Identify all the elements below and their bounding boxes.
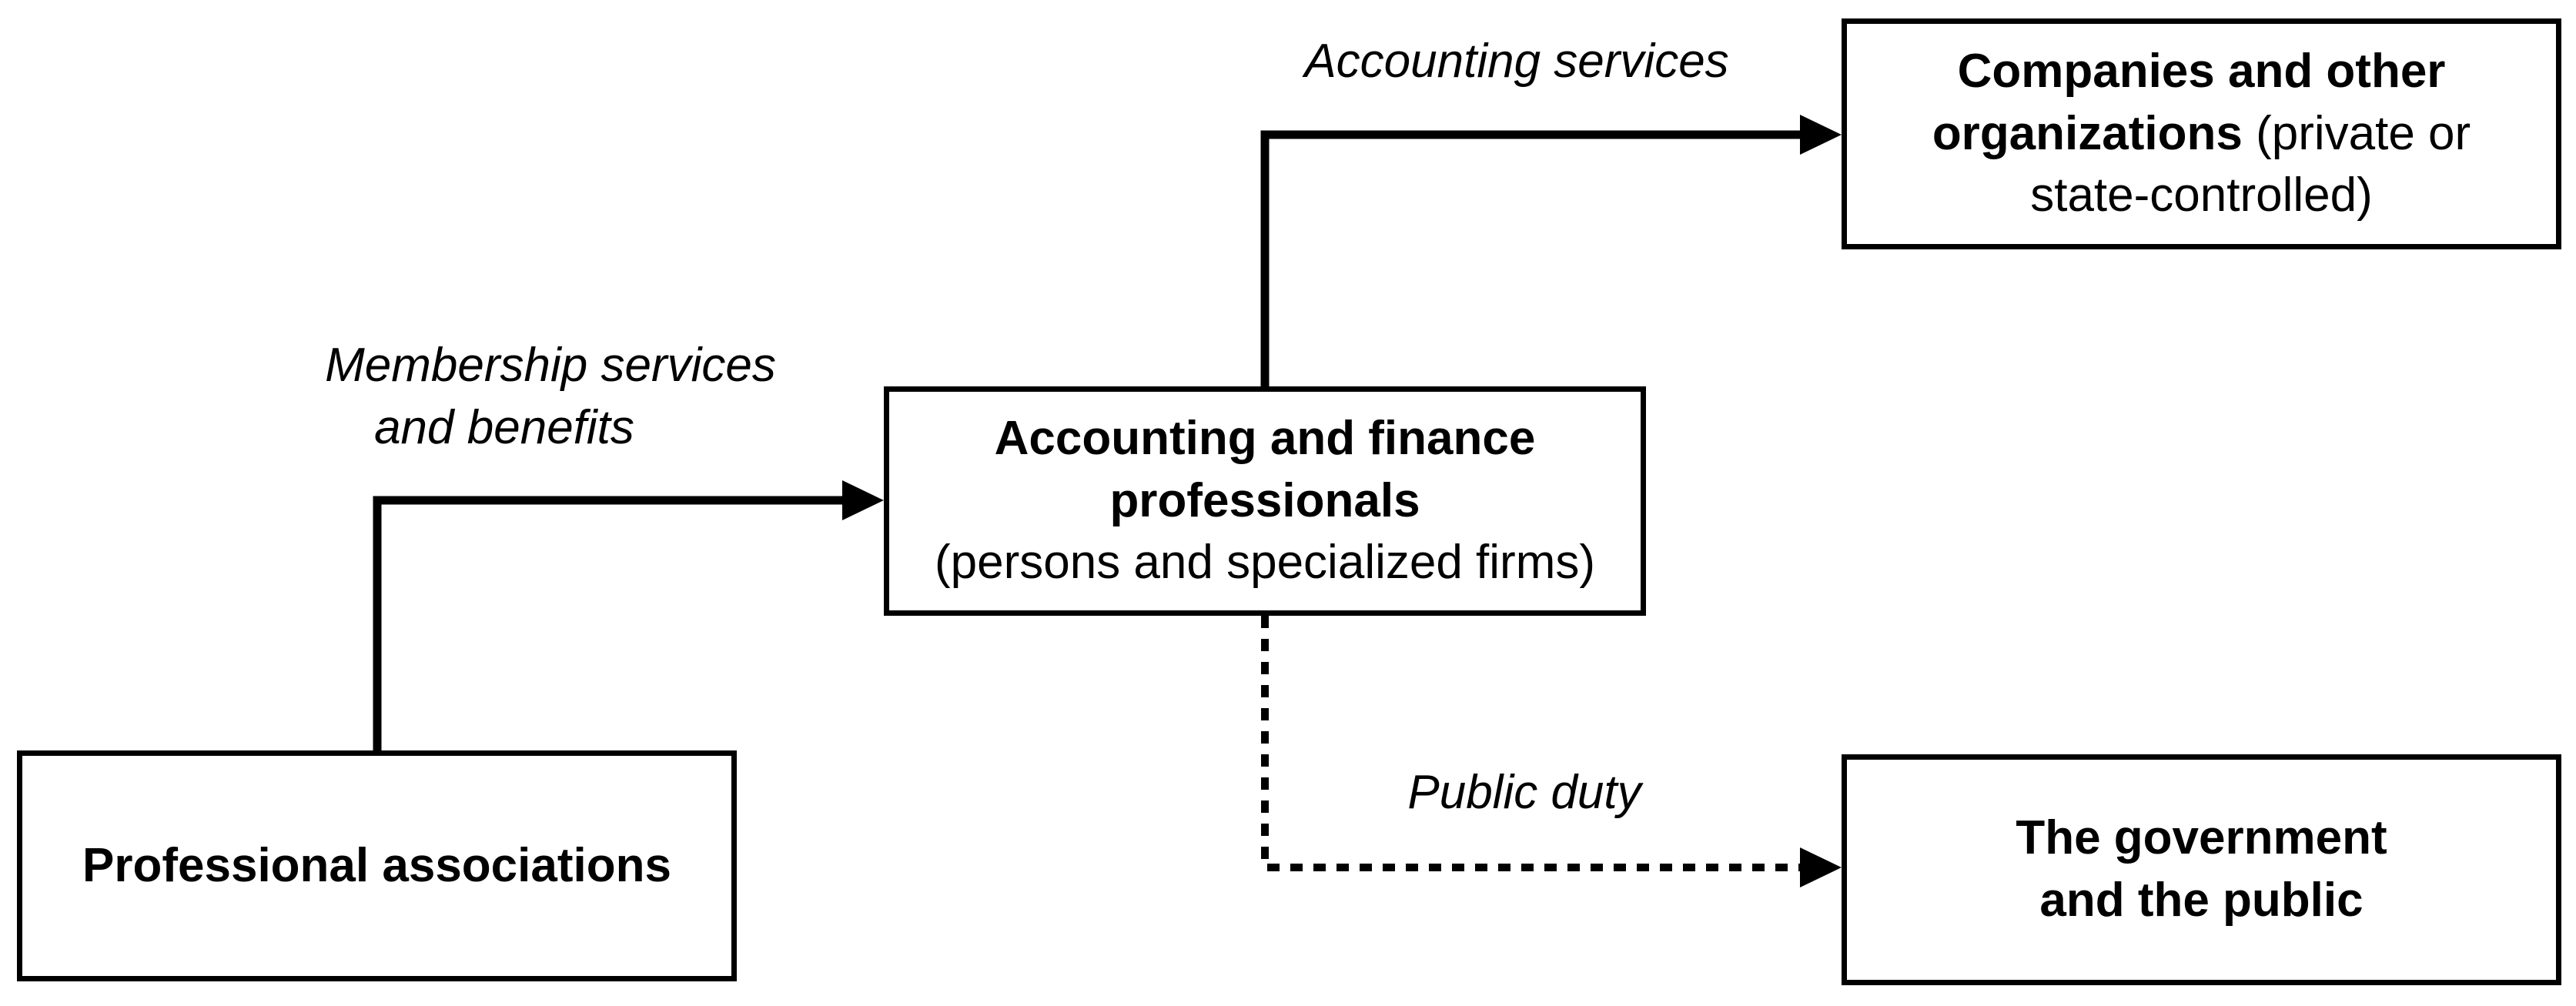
accounting-services-arrowhead [1800,115,1842,155]
public-duty-connector [1261,616,1800,871]
public-duty-label-text: Public duty [1407,766,1641,819]
membership-label-line2: and benefits [374,400,634,454]
membership-connector [373,496,847,754]
accounting-services-label-text: Accounting services [1304,35,1729,88]
node-companies: Companies and other organizations (priva… [1842,18,2561,249]
node-government: The government and the public [1842,754,2561,985]
node-accounting-professionals: Accounting and finance professionals (pe… [884,386,1646,616]
government-title-line1: The government [2016,811,2387,865]
node-professional-associations: Professional associations [17,750,737,981]
membership-label: Membership services and benefits [285,335,816,459]
accounting-services-label: Accounting services [1263,31,1771,93]
government-title-line2: and the public [2039,874,2364,927]
professional-associations-title: Professional associations [82,838,671,892]
companies-subtitle-line3: state-controlled) [2030,169,2373,222]
companies-subtitle-inline: (private or [2242,106,2471,160]
professionals-subtitle: (persons and specialized firms) [934,536,1595,590]
accounting-services-connector [1260,130,1805,389]
public-duty-arrowhead [1800,847,1842,887]
membership-arrowhead [842,480,884,520]
membership-label-line1: Membership services [325,339,776,392]
companies-title-line2: organizations [1932,106,2243,160]
public-duty-label: Public duty [1370,762,1678,824]
companies-title-line1: Companies and other [1957,45,2446,99]
professionals-title-line2: professionals [1109,473,1420,527]
professionals-title-line1: Accounting and finance [994,412,1536,466]
companies-line2: organizations (private or [1932,103,2471,165]
